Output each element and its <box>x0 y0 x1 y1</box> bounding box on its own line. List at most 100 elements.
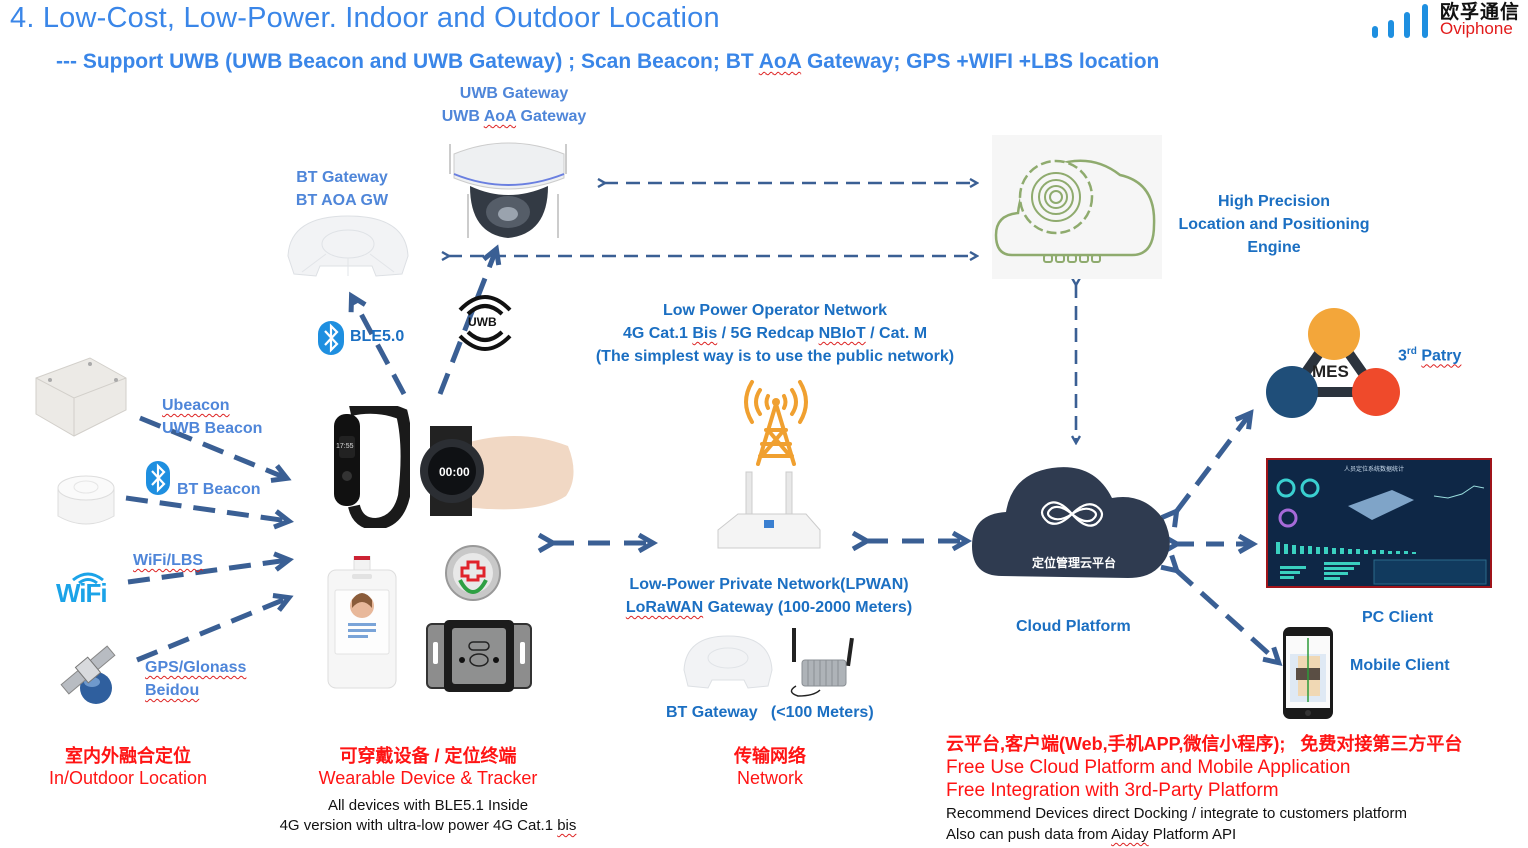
logo-english-text: Oviphone <box>1440 19 1513 38</box>
bluetooth-beacon-icon <box>145 460 171 496</box>
gps-glonass-text: GPS/Glonass <box>145 659 247 676</box>
bt-gateway-small-image <box>682 634 774 696</box>
engine-line1: High Precision <box>1217 193 1331 210</box>
third-party-word: Patry <box>1421 347 1462 365</box>
bt-gateway-image <box>286 214 410 288</box>
aoa-text: AoA <box>483 108 517 125</box>
pc-client-label: PC Client <box>1362 609 1434 626</box>
private-line2: LoRaWAN Gateway (100-2000 Meters) <box>596 596 942 619</box>
engine-line2: Location and Positioning <box>1178 216 1370 233</box>
ble-version-label: BLE5.0 <box>350 328 405 345</box>
section-platform-note2: Also can push data from Aiday Platform A… <box>946 825 1526 845</box>
smart-watch-image: 00:00 <box>416 426 578 516</box>
bis-text: Bis <box>692 325 718 342</box>
dashboard-title: 人员定位系统数据统计 <box>1344 467 1405 473</box>
nbiot-text: NBIoT <box>818 325 866 342</box>
mes-third-party-icon: MES <box>1264 304 1404 420</box>
section-wearable-cn: 可穿戴设备 / 定位终端 <box>339 746 517 766</box>
uwb-gateway-label: UWB Gateway UWB AoA Gateway <box>414 82 614 128</box>
uwb-gateway-line1: UWB Gateway <box>459 85 569 102</box>
section-location-en: In/Outdoor Location <box>48 768 208 788</box>
uwb-beacon-box-image <box>30 356 130 440</box>
wifi-logo-icon: WiFi <box>55 566 121 608</box>
uwb-signal-icon: UWB <box>454 290 516 356</box>
badge-card-image <box>326 555 398 690</box>
bt-gateway-line1: BT Gateway <box>296 169 388 186</box>
wifi-lbs-label: WiFi/LBS <box>133 552 204 569</box>
bt-beacon-label: BT Beacon <box>177 481 261 498</box>
private-line1: Low-Power Private Network(LPWAN) <box>629 576 909 593</box>
section-platform-en2: Free Integration with 3rd-Party Platform <box>946 780 1279 801</box>
section-network: 传输网络 Network <box>700 742 840 789</box>
arrow-wearable-uwbgw <box>437 250 496 395</box>
wearable-note2: 4G version with ultra-low power 4G Cat.1… <box>226 816 630 836</box>
arrow-cloud-mes <box>1176 414 1250 512</box>
section-wearable-en: Wearable Device & Tracker <box>318 768 538 788</box>
satellite-icon <box>54 640 124 706</box>
page-title: 4. Low-Cost, Low-Power. Indoor and Outdo… <box>10 2 720 34</box>
page-subtitle: --- Support UWB (UWB Beacon and UWB Gate… <box>56 50 1159 74</box>
section-network-cn: 传输网络 <box>734 746 806 766</box>
smart-band-image: 17:55 <box>332 401 413 531</box>
aiday-text: Aiday <box>1111 826 1149 843</box>
third-party-num: 3 <box>1398 347 1407 365</box>
engine-line3: Engine <box>1247 239 1301 256</box>
gps-label: GPS/Glonass Beidou <box>145 656 246 702</box>
bt-beacon-image <box>54 470 118 532</box>
operator-network-label: Low Power Operator Network 4G Cat.1 Bis … <box>580 299 970 368</box>
cell-tower-icon <box>738 374 814 466</box>
router-gateway-image <box>714 470 824 554</box>
text-part: / Cat. M <box>865 325 928 342</box>
cloud-platform-icon: 定位管理云平台 <box>968 458 1174 582</box>
pc-client-dashboard-image: 人员定位系统数据统计 <box>1266 458 1492 588</box>
uwb-gateway-dome-image <box>448 134 570 244</box>
mes-text: MES <box>1312 362 1349 381</box>
bis-text: bis <box>557 817 577 834</box>
arrow-cloud-mobile <box>1176 570 1278 662</box>
wearable-notes: All devices with BLE5.1 Inside 4G versio… <box>226 796 630 836</box>
bluetooth-icon <box>317 320 345 356</box>
uwb-beacon-text: UWB Beacon <box>162 420 263 437</box>
mobile-client-label: Mobile Client <box>1350 657 1450 674</box>
arrow-ubeacon <box>139 415 286 478</box>
third-party-sup: rd <box>1406 346 1417 357</box>
operator-line2: 4G Cat.1 Bis / 5G Redcap NBIoT / Cat. M <box>580 322 970 345</box>
subtitle-aoa: AoA <box>758 50 802 73</box>
positioning-engine-icon <box>992 135 1162 279</box>
cloud-platform-label: Cloud Platform <box>1016 618 1131 635</box>
uwb-badge-text: UWB <box>468 315 497 329</box>
text-part: UWB <box>441 108 484 125</box>
operator-line1: Low Power Operator Network <box>662 302 888 319</box>
band-time-display: 17:55 <box>336 443 354 450</box>
bt-gateway-range-label: BT Gateway (<100 Meters) <box>666 704 874 721</box>
text-part: Gateway <box>516 108 587 125</box>
section-platform-en1: Free Use Cloud Platform and Mobile Appli… <box>946 757 1351 778</box>
lorawan-gateway-image <box>784 626 860 698</box>
cloud-platform-cn-text: 定位管理云平台 <box>1032 556 1117 570</box>
watch-time-display: 00:00 <box>439 465 470 479</box>
uwb-gateway-line2: UWB AoA Gateway <box>414 105 614 128</box>
section-location: 室内外融合定位 In/Outdoor Location <box>20 742 236 789</box>
mobile-client-phone-image <box>1282 626 1334 720</box>
arrow-wearable-btgw <box>352 297 407 396</box>
text-part: Also can push data from <box>946 826 1112 843</box>
wifi-logo-text: WiFi <box>56 578 108 608</box>
third-party-label: 3rd Patry <box>1398 346 1461 365</box>
section-platform: 云平台,客户端(Web,手机APP,微信小程序); 免费对接第三方平台 Free… <box>946 730 1526 845</box>
subtitle-part: Gateway; GPS +WIFI +LBS location <box>801 50 1160 73</box>
wearable-note1: All devices with BLE5.1 Inside <box>327 797 529 814</box>
text-part: / 5G Redcap <box>717 325 819 342</box>
text-part: Gateway (100-2000 Meters) <box>703 599 913 616</box>
ubeacon-label: Ubeacon UWB Beacon <box>162 394 262 440</box>
private-network-label: Low-Power Private Network(LPWAN) LoRaWAN… <box>596 573 942 619</box>
section-wearable: 可穿戴设备 / 定位终端 Wearable Device & Tracker <box>290 742 566 789</box>
arrow-wifi <box>127 560 288 585</box>
text-part: 4G Cat.1 <box>622 325 693 342</box>
bt-gateway-label: BT Gateway BT AOA GW <box>262 166 422 212</box>
beidou-text: Beidou <box>145 682 200 699</box>
engine-label: High Precision Location and Positioning … <box>1166 190 1382 259</box>
bt-gateway-line2: BT AOA GW <box>295 192 389 209</box>
operator-line3: (The simplest way is to use the public n… <box>595 348 955 365</box>
oviphone-logo-bars-icon <box>1370 4 1440 40</box>
